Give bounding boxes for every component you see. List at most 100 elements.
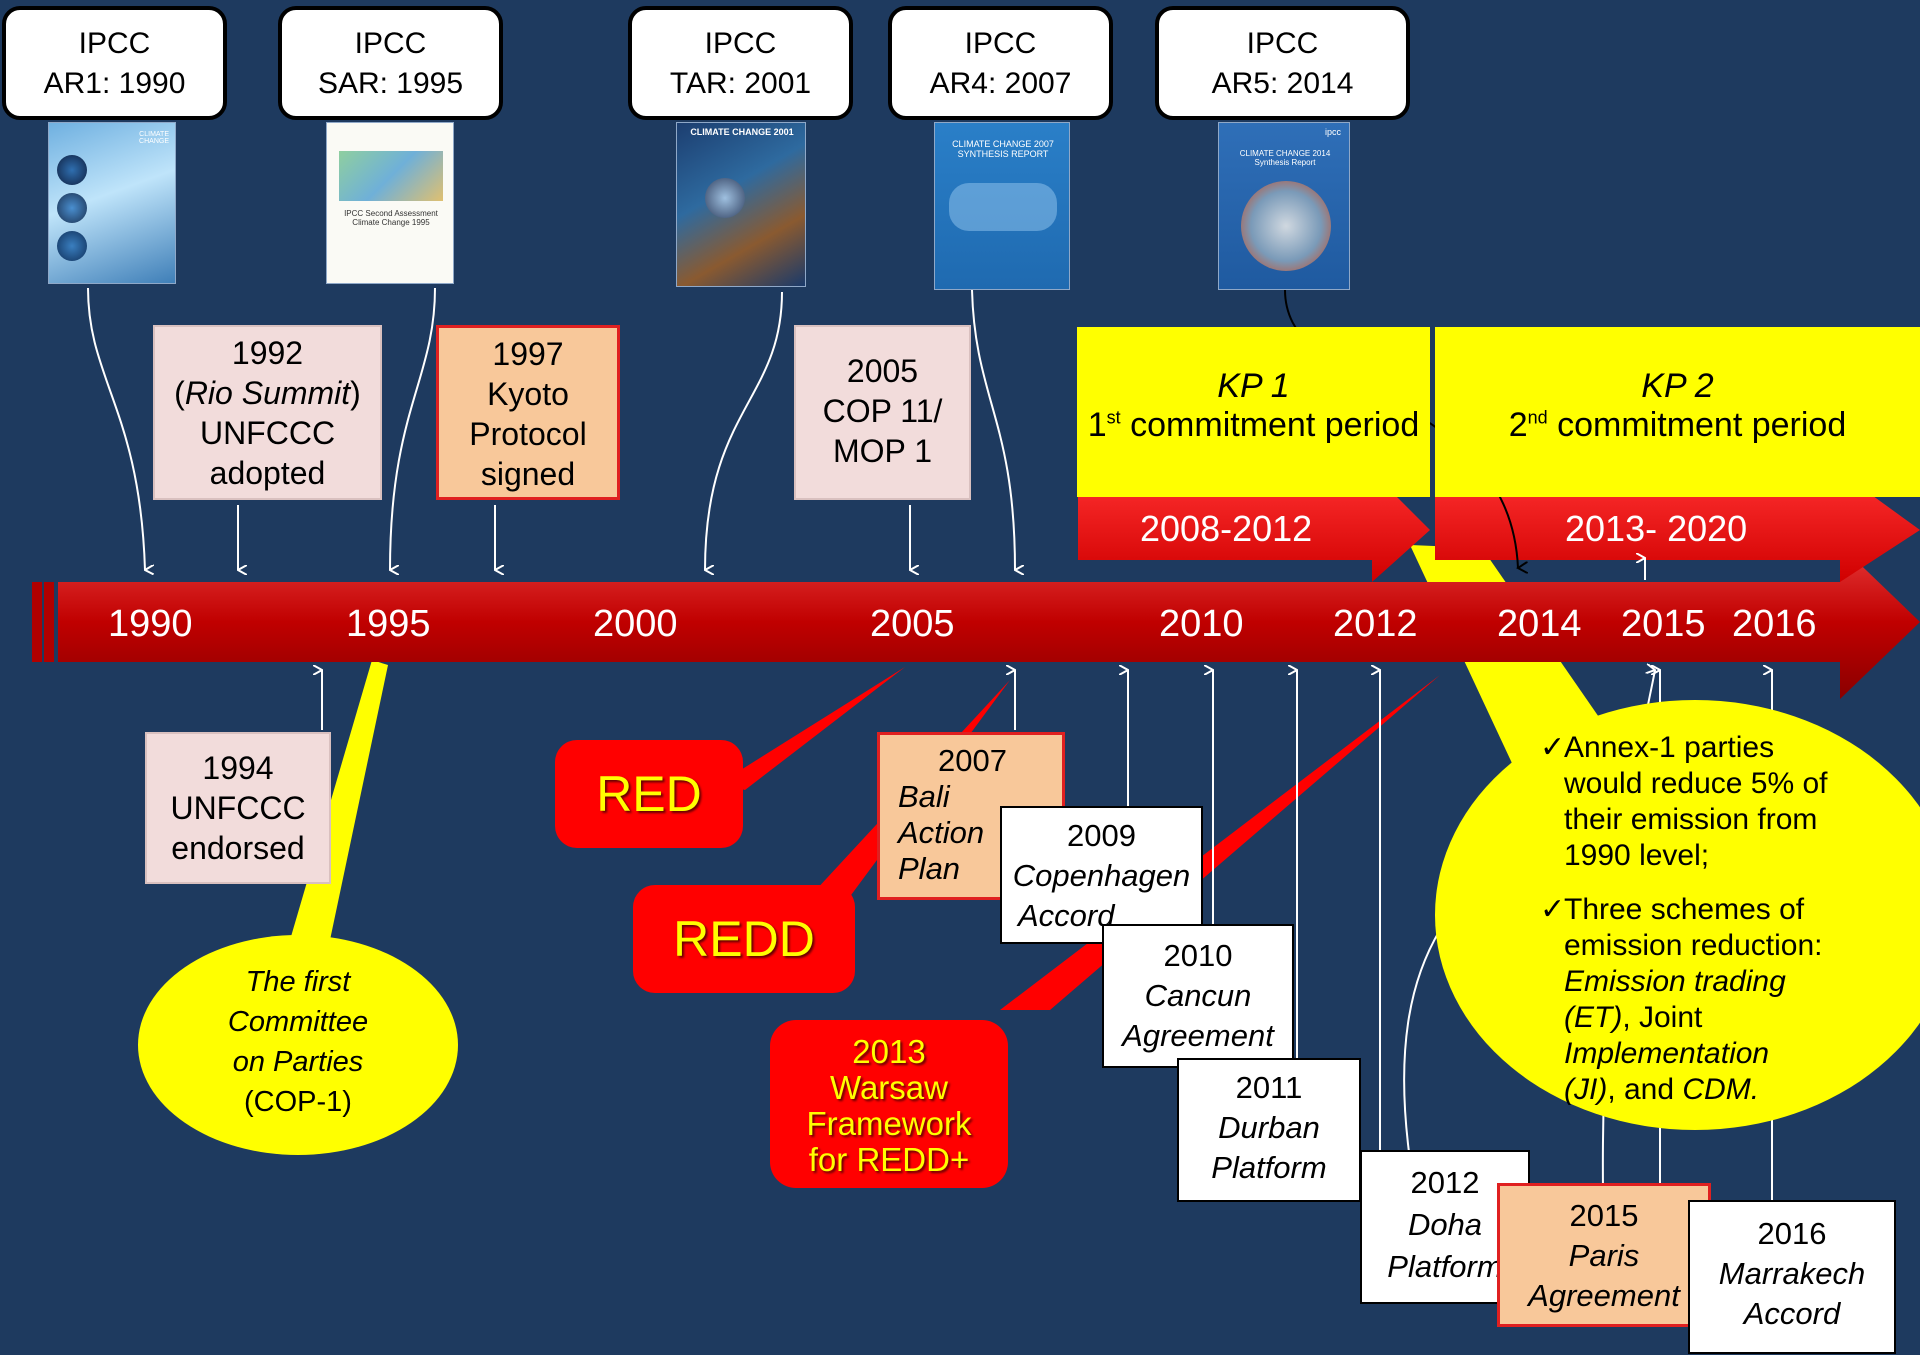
ipcc-sar-line1: IPCC [354, 27, 427, 60]
ar1-cover-title: CLIMATE CHANGE [139, 131, 169, 145]
event-2011-box: 2011 Durban Platform [1177, 1058, 1361, 1202]
ipcc-ar4-line2: AR4: 2007 [929, 67, 1072, 100]
year-label-1990: 1990 [108, 603, 193, 645]
ipcc-ar5-box: IPCC AR5: 2014 [1155, 6, 1410, 120]
kp1-subtitle: commitment period [1130, 406, 1420, 444]
event-2010-box: 2010 Cancun Agreement [1102, 924, 1294, 1068]
ipcc-ar5-line2: AR5: 2014 [1211, 67, 1354, 100]
event-2016-line3: Accord [1743, 1296, 1841, 1331]
kyoto-bubble [1435, 700, 1920, 1130]
kp2-arrow [1435, 472, 1920, 582]
bullet-2-check: ✓ [1540, 893, 1566, 926]
ipcc-ar1-line1: IPCC [78, 27, 151, 60]
warsaw-line4: for REDD+ [808, 1141, 970, 1178]
year-label-1995: 1995 [346, 603, 431, 645]
bullet-2-cdm: CDM. [1682, 1073, 1760, 1106]
kp1-subtitle-line: 1st commitment period [1077, 406, 1430, 445]
warsaw-line3: Framework [806, 1105, 972, 1142]
bullet-1-line3: their emission from [1564, 803, 1818, 836]
kp2-years: 2013- 2020 [1565, 508, 1748, 549]
event-2011-year: 2011 [1235, 1070, 1303, 1105]
bullet-2-line2: emission reduction: [1564, 929, 1823, 962]
kp1-ordinal: 1 [1087, 406, 1107, 444]
event-1992-rio-label: Rio Summit [184, 375, 351, 411]
warsaw-line1: 2013 [852, 1033, 926, 1070]
ipcc-tar-line1: IPCC [704, 27, 777, 60]
ipcc-ar4-line1: IPCC [964, 27, 1037, 60]
event-1994-year: 1994 [202, 750, 274, 786]
event-2009-line2: Copenhagen [1012, 858, 1191, 893]
event-2007-line3: Action [898, 815, 985, 850]
bullet-2-ji: (JI) [1564, 1073, 1608, 1106]
year-label-2016: 2016 [1732, 603, 1817, 645]
bullet-1-check: ✓ [1540, 731, 1566, 764]
year-label-2005: 2005 [870, 603, 955, 645]
kyoto-bubble-bullet-1: ✓ Annex-1 parties would reduce 5% of the… [1540, 730, 1910, 874]
kp1-arrow [1078, 472, 1430, 582]
year-label-2000: 2000 [593, 603, 678, 645]
event-1992-rio: (Rio Summit) [174, 375, 361, 411]
cop1-line1: The first [245, 966, 351, 998]
event-1992-box: 1992 (Rio Summit) UNFCCC adopted [153, 325, 382, 500]
kp1-ordinal-suffix: st [1106, 407, 1121, 428]
event-1997-year: 1997 [492, 336, 564, 372]
year-label-2010: 2010 [1159, 603, 1244, 645]
ipcc-ar1-box: IPCC AR1: 1990 [2, 6, 227, 120]
event-2007-line4: Plan [898, 851, 961, 886]
year-label-2012: 2012 [1333, 603, 1418, 645]
event-2009-box: 2009 Copenhagen Accord [1000, 806, 1203, 944]
kp1-title: KP 1 [1217, 367, 1290, 405]
ipcc-tar-line2: TAR: 2001 [669, 67, 812, 100]
ar5-cover-logo: ipcc [1324, 127, 1341, 137]
event-2010-line2: Cancun [1144, 978, 1252, 1013]
sar-cover-title: IPCC Second Assessment Climate Change 19… [344, 209, 438, 227]
kp2-ordinal-suffix: nd [1527, 407, 1548, 428]
year-label-2014: 2014 [1497, 603, 1582, 645]
event-2016-box: 2016 Marrakech Accord [1688, 1200, 1896, 1354]
ipcc-ar4-box: IPCC AR4: 2007 [888, 6, 1113, 120]
bullet-2-implementation: Implementation [1564, 1037, 1770, 1070]
bullet-1-line1: Annex-1 parties [1564, 731, 1775, 764]
bullet-1-line4: 1990 level; [1564, 839, 1710, 872]
event-1997-box: 1997 Kyoto Protocol signed [436, 325, 620, 500]
event-1992-line3: UNFCCC [199, 415, 336, 451]
event-2010-year: 2010 [1163, 938, 1233, 973]
bullet-2-et: (ET) [1564, 1001, 1623, 1034]
kp2-subtitle-line: 2nd commitment period [1435, 406, 1920, 445]
ipcc-sar-line2: SAR: 1995 [317, 67, 464, 100]
event-2012-line3: Platform [1387, 1249, 1503, 1284]
timeline-arrow [58, 545, 1920, 699]
event-2007-line2: Bali [898, 779, 950, 814]
ipcc-sar-box: IPCC SAR: 1995 [278, 6, 503, 120]
red-connector [720, 667, 905, 790]
event-1992-year: 1992 [231, 335, 304, 371]
event-2012-year: 2012 [1410, 1165, 1480, 1200]
event-2016-line2: Marrakech [1718, 1256, 1866, 1291]
ipcc-ar1-line2: AR1: 1990 [43, 67, 186, 100]
event-2015-year: 2015 [1569, 1198, 1639, 1233]
ar4-cover-image: CLIMATE CHANGE 2007 SYNTHESIS REPORT [934, 122, 1070, 290]
ar5-cover-image: ipcc CLIMATE CHANGE 2014 Synthesis Repor… [1218, 122, 1350, 290]
event-1994-box: 1994 UNFCCC endorsed [145, 732, 331, 884]
kp1-panel: KP 1 1st commitment period [1077, 327, 1430, 497]
event-1997-line2: Kyoto [487, 376, 569, 412]
bullet-2-line3: Emission trading [1564, 965, 1786, 998]
tar-cover-image: CLIMATE CHANGE 2001 [676, 122, 806, 287]
event-2015-box: 2015 Paris Agreement [1497, 1183, 1711, 1327]
ipcc-ar5-line1: IPCC [1246, 27, 1319, 60]
kp2-subtitle: commitment period [1557, 406, 1847, 444]
event-2005-line3: MOP 1 [833, 433, 932, 469]
event-2015-line2: Paris [1568, 1238, 1640, 1273]
cop1-line2: Committee [227, 1006, 369, 1038]
event-1997-line3: Protocol [469, 416, 587, 452]
cop1-line4: (COP-1) [244, 1086, 352, 1118]
red-label: RED [555, 740, 743, 848]
ipcc-tar-box: IPCC TAR: 2001 [628, 6, 853, 120]
warsaw-label: 2013 Warsaw Framework for REDD+ [770, 1020, 1008, 1188]
ar1-cover-image: CLIMATE CHANGE [48, 122, 176, 284]
event-2009-year: 2009 [1067, 818, 1136, 853]
kp2-title: KP 2 [1641, 367, 1714, 405]
event-2016-year: 2016 [1757, 1216, 1827, 1251]
event-2005-year: 2005 [846, 353, 919, 389]
event-2010-line3: Agreement [1122, 1018, 1274, 1053]
